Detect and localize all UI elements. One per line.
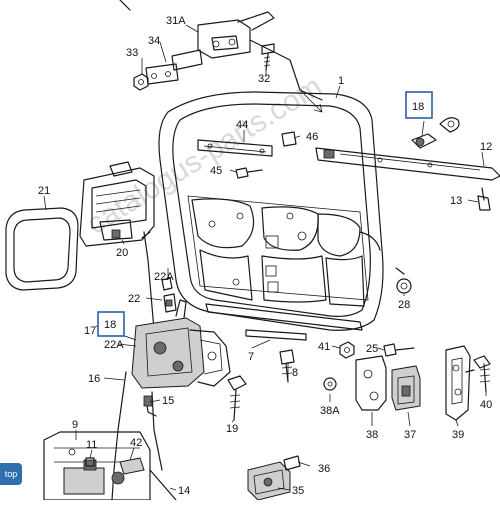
grommet-28[interactable]	[396, 278, 412, 294]
label-28[interactable]: 28	[398, 299, 410, 311]
striker-37[interactable]	[391, 365, 421, 411]
label-22a-upper[interactable]: 22A	[154, 271, 174, 283]
label-9[interactable]: 9	[72, 419, 78, 431]
label-46[interactable]: 46	[306, 131, 318, 143]
label-38[interactable]: 38	[366, 429, 378, 441]
label-44[interactable]: 44	[236, 119, 248, 131]
label-22a-lower[interactable]: 22A	[104, 339, 124, 351]
rod-lower[interactable]	[151, 391, 163, 471]
label-16[interactable]: 16	[88, 373, 100, 385]
clip-42[interactable]	[119, 457, 145, 475]
label-42[interactable]: 42	[130, 437, 142, 449]
screw-45[interactable]	[235, 167, 263, 179]
label-21[interactable]: 21	[38, 185, 50, 197]
side-seal	[359, 231, 381, 251]
label-36[interactable]: 36	[318, 463, 330, 475]
clip-46[interactable]	[281, 131, 297, 147]
label-33[interactable]: 33	[126, 47, 138, 59]
part-labels: 1 7 8 9 11 12 13 14 15 16 17 18 18 19 20…	[38, 15, 492, 497]
label-34[interactable]: 34	[148, 35, 160, 47]
label-17[interactable]: 17	[84, 325, 96, 337]
rod-16[interactable]	[111, 371, 127, 501]
hinge-arrow	[299, 89, 323, 113]
strut-fitting-18[interactable]	[411, 117, 460, 149]
bar-7[interactable]	[245, 329, 307, 341]
lock-mechanism-lower[interactable]	[43, 431, 151, 501]
label-13[interactable]: 13	[450, 195, 462, 207]
clip-36[interactable]	[283, 455, 301, 471]
tailgate-frame[interactable]	[158, 91, 384, 331]
label-35[interactable]: 35	[292, 485, 304, 497]
hinge-plate-39[interactable]	[445, 345, 475, 421]
bolt-25[interactable]	[383, 343, 415, 357]
label-18-left[interactable]: 18	[104, 319, 116, 331]
label-1[interactable]: 1	[338, 75, 344, 87]
label-7[interactable]: 7	[248, 351, 254, 363]
label-38a[interactable]: 38A	[320, 405, 340, 417]
rod-handle-end	[141, 231, 151, 239]
label-8[interactable]: 8	[292, 367, 298, 379]
label-14[interactable]: 14	[178, 485, 190, 497]
rod-handle[interactable]	[143, 231, 155, 331]
label-39[interactable]: 39	[452, 429, 464, 441]
clip-22a[interactable]	[161, 277, 177, 313]
label-12[interactable]: 12	[480, 141, 492, 153]
lock-assembly[interactable]	[131, 299, 231, 389]
label-45[interactable]: 45	[210, 165, 222, 177]
label-18-top[interactable]: 18	[412, 101, 424, 113]
watermark-text: catalogus-parts.com	[81, 70, 328, 241]
label-31a[interactable]: 31A	[166, 15, 186, 27]
back-to-top-button[interactable]: top	[0, 463, 22, 485]
gas-strut-12[interactable]	[315, 147, 500, 181]
bracket-44[interactable]	[197, 139, 273, 157]
label-19[interactable]: 19	[226, 423, 238, 435]
label-11[interactable]: 11	[86, 439, 97, 451]
label-41[interactable]: 41	[318, 341, 330, 353]
washer-38a[interactable]	[323, 377, 337, 391]
latch-35[interactable]	[247, 461, 291, 501]
rod-clip-15	[143, 395, 153, 407]
label-15[interactable]: 15	[162, 395, 174, 407]
rod-14[interactable]	[149, 469, 177, 501]
side-clip	[395, 267, 405, 275]
hinge-assembly[interactable]	[119, 0, 323, 101]
label-25[interactable]: 25	[366, 343, 378, 355]
label-40[interactable]: 40	[480, 399, 492, 411]
screw-13[interactable]	[477, 187, 491, 211]
label-22[interactable]: 22	[128, 293, 140, 305]
label-37[interactable]: 37	[404, 429, 416, 441]
bolt-40[interactable]	[473, 355, 491, 393]
bolt-19[interactable]	[227, 375, 247, 421]
callout-box-18-left[interactable]	[97, 311, 125, 337]
trim-frame-21[interactable]	[5, 207, 79, 291]
striker-plate-38[interactable]	[355, 355, 387, 411]
label-32[interactable]: 32	[258, 73, 270, 85]
callout-box-18-top[interactable]	[405, 91, 433, 119]
label-20[interactable]: 20	[116, 247, 128, 259]
nut-41[interactable]	[339, 341, 355, 359]
